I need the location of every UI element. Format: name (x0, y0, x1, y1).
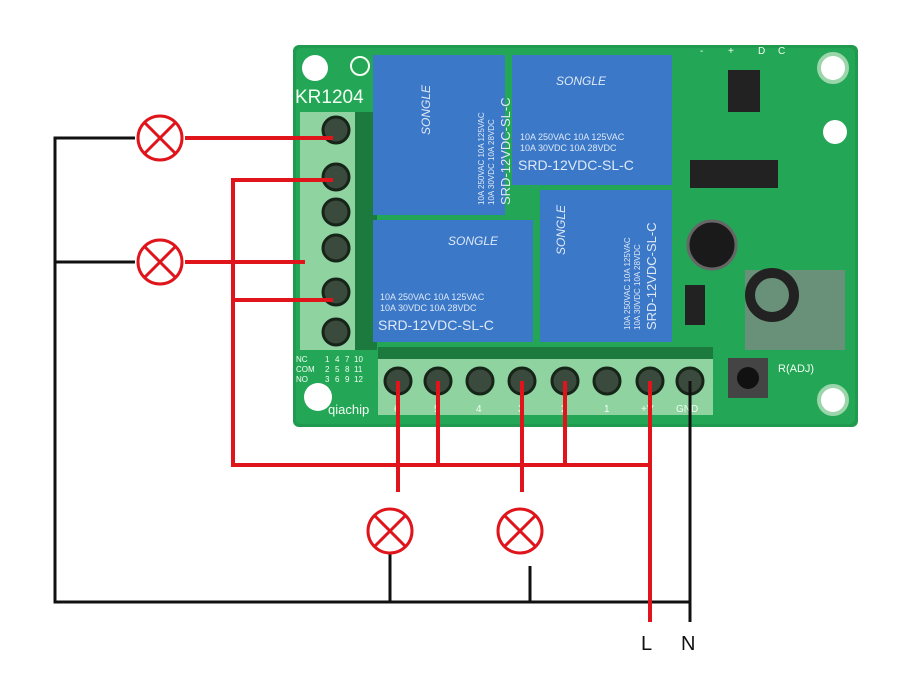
lamp-icon (496, 507, 544, 555)
svg-text:NO: NO (296, 375, 308, 384)
svg-text:10A 30VDC 10A 28VDC: 10A 30VDC 10A 28VDC (520, 143, 617, 153)
relay-4: SONGLE 10A 250VAC 10A 125VAC 10A 30VDC 1… (540, 190, 672, 342)
svg-text:SRD-12VDC-SL-C: SRD-12VDC-SL-C (518, 157, 634, 173)
svg-text:SONGLE: SONGLE (554, 204, 568, 255)
svg-text:4: 4 (335, 355, 340, 364)
lamp-icon (136, 238, 184, 286)
svg-text:8: 8 (345, 365, 350, 374)
svg-text:10A 30VDC 10A 28VDC: 10A 30VDC 10A 28VDC (380, 303, 477, 313)
svg-text:D: D (758, 46, 765, 57)
svg-text:1: 1 (325, 355, 330, 364)
svg-text:6: 6 (335, 375, 340, 384)
rf-adjust-label: R(ADJ) (778, 363, 814, 375)
svg-text:11: 11 (354, 365, 363, 374)
lamp-icon (136, 114, 184, 162)
live-label: L (641, 633, 652, 655)
relay-board: KR1204 6 5 4 3 (293, 45, 858, 427)
antenna-coil (745, 268, 799, 322)
svg-text:C: C (778, 46, 785, 57)
neutral-wires (53, 136, 692, 622)
svg-text:9: 9 (345, 375, 350, 384)
ic-chip (728, 70, 760, 112)
svg-text:+: + (728, 46, 734, 57)
relay-3: SONGLE 10A 250VAC 10A 125VAC 10A 30VDC 1… (373, 220, 533, 342)
svg-text:10A 250VAC 10A 125VAC: 10A 250VAC 10A 125VAC (477, 112, 486, 205)
svg-text:+V: +V (641, 404, 654, 415)
svg-text:-: - (700, 46, 703, 57)
left-terminals (321, 115, 351, 347)
header-pins: - + D C (700, 46, 785, 57)
svg-text:2: 2 (325, 365, 330, 374)
svg-text:SONGLE: SONGLE (419, 84, 433, 135)
svg-text:1: 1 (604, 404, 610, 415)
svg-text:10A 250VAC 10A 125VAC: 10A 250VAC 10A 125VAC (380, 292, 485, 302)
live-wires (185, 136, 652, 622)
svg-text:3: 3 (325, 375, 330, 384)
capacitor (686, 219, 738, 271)
svg-text:GND: GND (676, 404, 698, 415)
svg-text:COM: COM (296, 365, 315, 374)
svg-text:5: 5 (335, 365, 340, 374)
svg-text:SRD-12VDC-SL-C: SRD-12VDC-SL-C (644, 222, 659, 330)
svg-text:10A 250VAC 10A 125VAC: 10A 250VAC 10A 125VAC (520, 132, 625, 142)
clock-icon (350, 56, 370, 76)
neutral-label: N (681, 633, 695, 655)
svg-text:SONGLE: SONGLE (556, 74, 607, 88)
svg-text:SONGLE: SONGLE (448, 234, 499, 248)
relay-2: SONGLE 10A 250VAC 10A 125VAC 10A 30VDC 1… (512, 55, 672, 185)
svg-text:10: 10 (354, 355, 363, 364)
svg-text:10A 30VDC 10A 28VDC: 10A 30VDC 10A 28VDC (633, 244, 642, 330)
decoder-chip (690, 160, 778, 188)
svg-text:7: 7 (345, 355, 350, 364)
svg-text:SRD-12VDC-SL-C: SRD-12VDC-SL-C (378, 317, 494, 333)
svg-text:SRD-12VDC-SL-C: SRD-12VDC-SL-C (498, 97, 513, 205)
svg-text:NC: NC (296, 355, 308, 364)
brand-label: qiachip (328, 402, 369, 417)
board-model: KR1204 (295, 87, 364, 108)
svg-text:10A 250VAC 10A 125VAC: 10A 250VAC 10A 125VAC (623, 237, 632, 330)
lamp-icon (366, 507, 414, 555)
svg-text:4: 4 (476, 404, 482, 415)
svg-text:12: 12 (354, 375, 363, 384)
svg-text:10A 30VDC 10A 28VDC: 10A 30VDC 10A 28VDC (487, 119, 496, 205)
relay-1: SONGLE 10A 250VAC 10A 125VAC 10A 30VDC 1… (373, 55, 513, 215)
lamps (136, 114, 544, 555)
